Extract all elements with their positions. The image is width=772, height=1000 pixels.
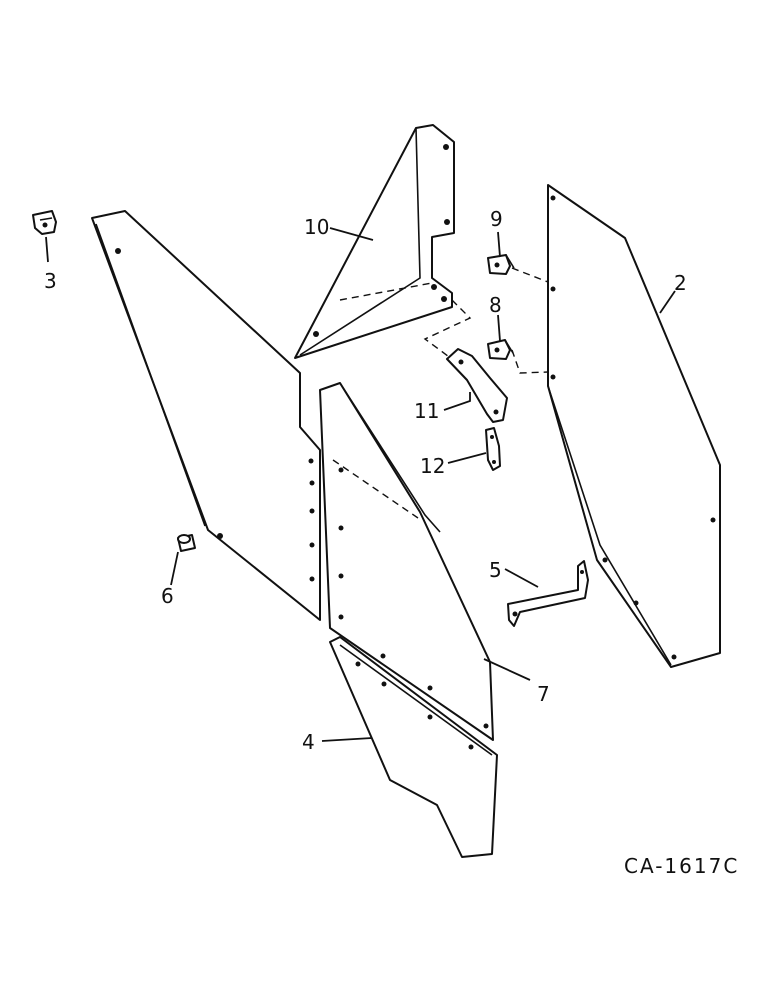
part-5-brace-rod (507, 560, 589, 627)
part-8-bracket (487, 339, 514, 360)
callout-11: 11 (414, 399, 439, 423)
callout-5: 5 (489, 558, 502, 582)
part-10-upper-bracket (294, 124, 455, 359)
callout-6: 6 (161, 584, 174, 608)
part-6-spacer (177, 534, 196, 552)
leader-lines (45, 227, 676, 742)
part-11-mounting-plate (446, 348, 508, 423)
part-3-clip (32, 210, 57, 235)
callout-12: 12 (420, 454, 445, 478)
callout-7: 7 (537, 682, 550, 706)
callout-10: 10 (304, 215, 329, 239)
part-4-lower-panel (329, 636, 498, 858)
part-12-clip (485, 427, 501, 471)
part-2-right-panel (547, 184, 721, 668)
callout-2: 2 (674, 271, 687, 295)
callout-3: 3 (44, 269, 57, 293)
callout-8: 8 (489, 293, 502, 317)
callout-9: 9 (490, 207, 503, 231)
left-side-panel (91, 210, 321, 621)
hidden-lines (423, 267, 549, 389)
part-9-bracket (487, 254, 515, 275)
callout-4: 4 (302, 730, 315, 754)
drawing-number: CA-1617C (624, 854, 739, 878)
